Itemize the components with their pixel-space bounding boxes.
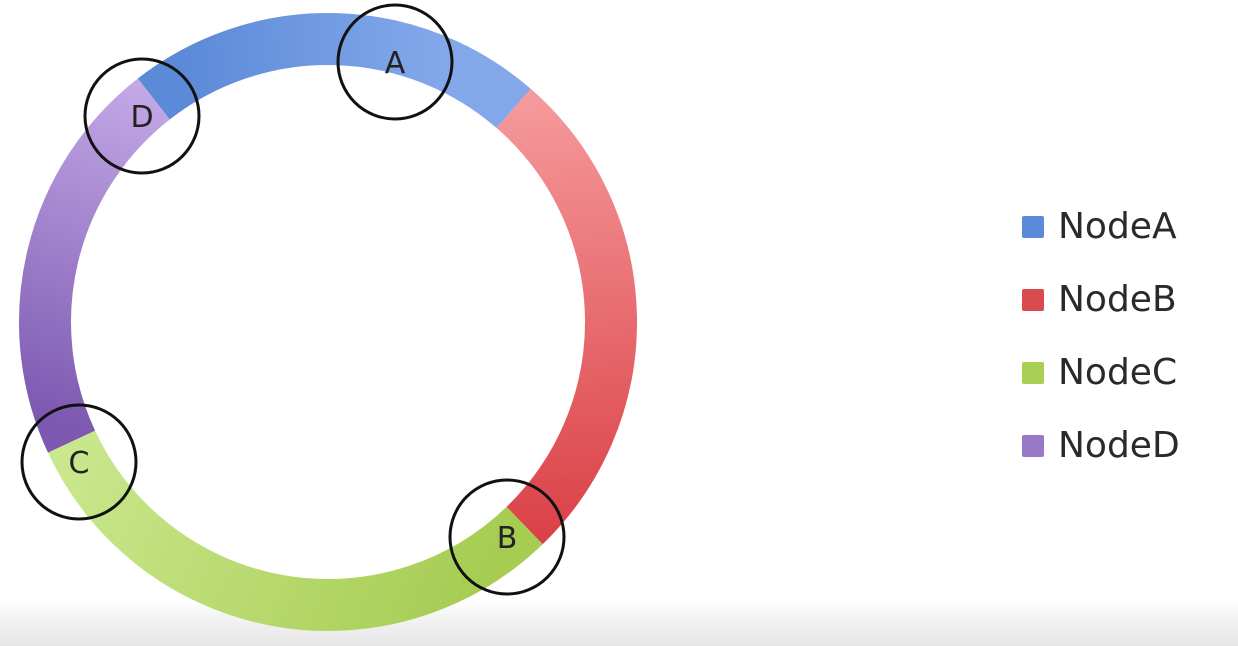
ring-arc-node-d <box>19 78 170 453</box>
ring-arc-node-a <box>137 13 531 129</box>
legend: NodeA NodeB NodeC NodeD <box>1022 190 1180 482</box>
legend-swatch-nodec <box>1022 361 1044 384</box>
ring-nodes: A B C D <box>20 3 566 596</box>
legend-label-nodec: NodeC <box>1058 351 1178 393</box>
node-circle-b <box>448 478 566 596</box>
node-circle-a <box>336 3 454 121</box>
legend-swatch-noded <box>1022 434 1044 457</box>
legend-swatch-nodea <box>1022 215 1044 238</box>
node-circle-d <box>83 57 201 175</box>
node-label-c: C <box>69 446 90 481</box>
legend-item-nodea: NodeA <box>1022 190 1180 263</box>
legend-item-noded: NodeD <box>1022 409 1180 482</box>
node-label-d: D <box>130 100 153 135</box>
legend-label-noded: NodeD <box>1058 424 1180 466</box>
legend-label-nodea: NodeA <box>1058 205 1177 247</box>
ring-arc-node-c <box>47 430 543 631</box>
ring-arc-node-b <box>496 88 637 545</box>
node-label-a: A <box>385 46 406 81</box>
legend-item-nodec: NodeC <box>1022 336 1180 409</box>
legend-label-nodeb: NodeB <box>1058 278 1177 320</box>
legend-swatch-nodeb <box>1022 288 1044 311</box>
legend-item-nodeb: NodeB <box>1022 263 1180 336</box>
ring-arcs <box>19 13 637 631</box>
node-circle-c <box>20 403 138 521</box>
node-label-b: B <box>497 521 518 556</box>
